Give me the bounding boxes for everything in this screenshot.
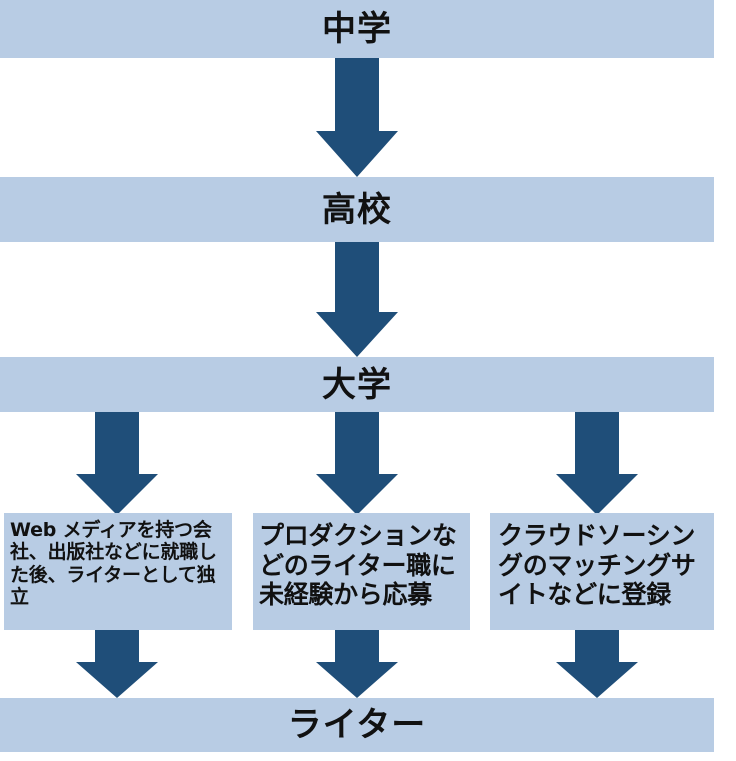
- arrow-university-to-branch-employment: [76, 412, 158, 515]
- stage-box-writer: ライター: [0, 698, 714, 752]
- branch-label-production: プロダクションなどのライター職に未経験から応募: [259, 521, 457, 609]
- branch-label-crowdsourcing: クラウドソーシングのマッチングサイトなどに登録: [498, 521, 696, 609]
- down-arrow-icon: [316, 242, 398, 357]
- stage-label-writer: ライター: [287, 705, 427, 745]
- branch-box-production: プロダクションなどのライター職に未経験から応募: [253, 513, 470, 630]
- down-arrow-icon: [316, 58, 398, 177]
- down-arrow-icon: [316, 630, 398, 698]
- stage-label-high-school: 高校: [322, 189, 392, 230]
- branch-box-employment: Web メディアを持つ会社、出版社などに就職した後、ライターとして独立: [4, 513, 232, 630]
- down-arrow-icon: [316, 412, 398, 515]
- down-arrow-icon: [76, 412, 158, 515]
- arrow-university-to-branch-production: [316, 412, 398, 515]
- stage-label-university: 大学: [322, 364, 392, 405]
- down-arrow-icon: [76, 630, 158, 698]
- stage-box-university: 大学: [0, 357, 714, 412]
- stage-label-junior-high: 中学: [322, 9, 392, 49]
- branch-box-crowdsourcing: クラウドソーシングのマッチングサイトなどに登録: [490, 513, 714, 630]
- arrow-branch-employment-to-writer: [76, 630, 158, 698]
- stage-box-high-school: 高校: [0, 177, 714, 242]
- arrow-university-to-branch-crowdsourcing: [556, 412, 638, 515]
- down-arrow-icon: [556, 630, 638, 698]
- arrow-branch-crowdsourcing-to-writer: [556, 630, 638, 698]
- branch-label-employment: Web メディアを持つ会社、出版社などに就職した後、ライターとして独立: [10, 519, 217, 609]
- stage-box-junior-high: 中学: [0, 0, 714, 58]
- arrow-branch-production-to-writer: [316, 630, 398, 698]
- down-arrow-icon: [556, 412, 638, 515]
- arrow-junior-high-to-high-school: [316, 58, 398, 177]
- arrow-high-school-to-university: [316, 242, 398, 357]
